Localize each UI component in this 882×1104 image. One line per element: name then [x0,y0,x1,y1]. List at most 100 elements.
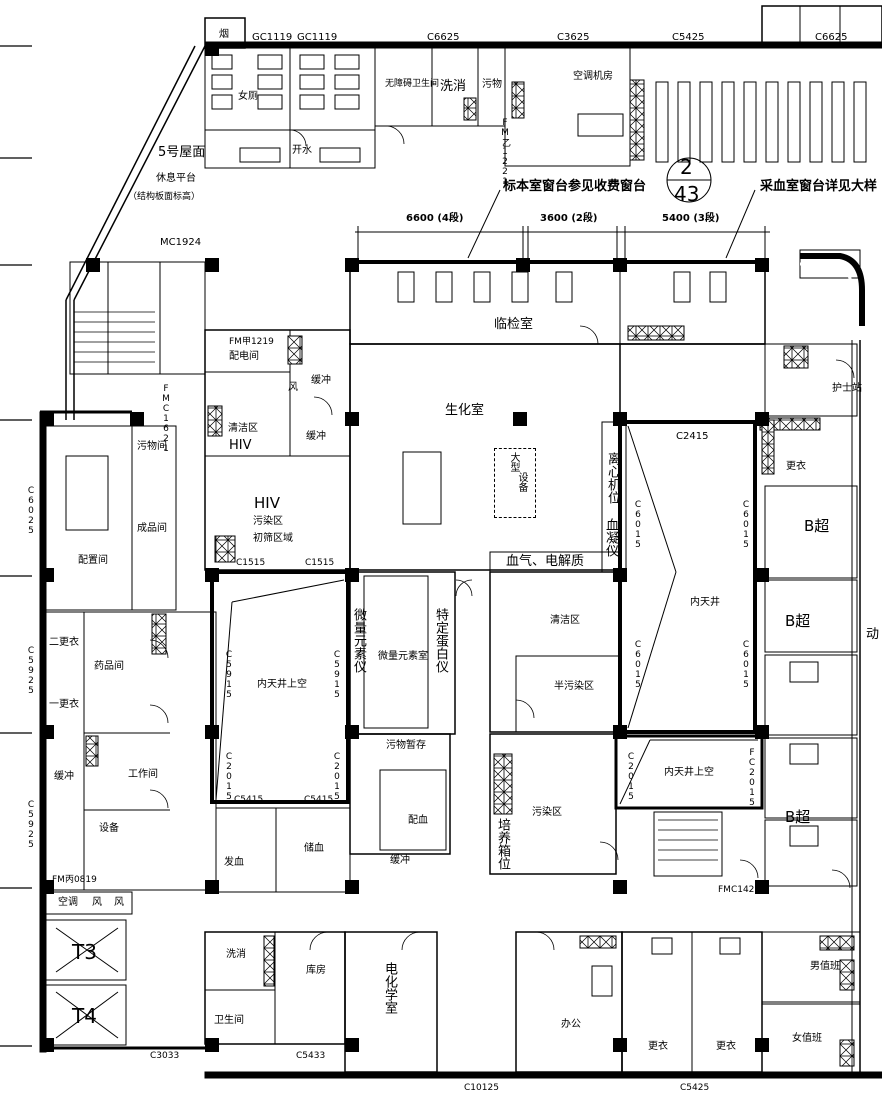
code-label: C6025 [26,486,36,536]
elevator-label: T3 [72,940,97,964]
room-label: 护士站 [832,383,862,394]
room-label: 污物暂存 [386,740,426,751]
top-right-bays [655,81,867,203]
room-label: 风 [288,382,298,393]
code-label: C2415 [676,431,709,442]
room-label: （结构板面标高） [128,192,201,202]
room-label: 内天井上空 [257,679,307,690]
room-label: 微量元素室 [378,651,428,662]
code-label: C5425 [672,32,705,43]
large-equipment-box [494,448,536,518]
room-label: 休息平台 [156,173,196,184]
code-label: C1515 [236,558,266,568]
code-label: FM甲1219 [229,337,274,347]
room-label: 男值班 [810,961,840,972]
detail-number: 2 [680,155,693,179]
room-label: HIV [254,494,280,512]
room-label: 污染区 [253,516,283,527]
code-label: MC1924 [160,237,202,248]
room-label: 更衣 [648,1041,668,1052]
code-label: C6015 [741,500,751,550]
room-label: 缓冲 [54,771,74,782]
code-label: C10125 [464,1083,499,1093]
room-label: 污物间 [137,441,167,452]
courtyards [210,420,764,810]
margin-ticks [0,45,32,1047]
code-label: C3625 [557,32,590,43]
room-label: 微量元素仪 [351,608,366,673]
room-label: 动 [866,627,880,642]
note-label: 采血室窗台详见大样 [760,179,878,194]
code-label: C1515 [305,558,335,568]
room-label: 空调机房 [573,71,613,82]
ramp-curve [800,253,865,326]
note-label: 标本室窗台参见收费窗台 [503,179,647,194]
room-label: 血凝仪 [603,518,618,557]
code-label: C5425 [680,1083,710,1093]
room-label: 配置间 [78,555,108,566]
code-label: C5925 [26,800,36,850]
room-label: 一更衣 [49,699,79,710]
code-label: C5925 [26,646,36,696]
room-label: 储血 [304,843,324,854]
room-label: 污物 [482,79,502,90]
elevator-label: T4 [72,1004,97,1028]
room-label: 工作间 [128,769,158,780]
code-label: C2015 [332,752,342,802]
room-label: 离心机位 [605,452,620,504]
room-label: 污染区 [532,807,562,818]
room-label: 成品间 [137,523,167,534]
code-label: C6015 [741,640,751,690]
room-label: 清洁区 [228,423,258,434]
room-label: 特定蛋白仪 [433,608,448,673]
room-label: 女值班 [792,1033,822,1044]
code-label: GC1119 [252,32,293,43]
code-label: C6625 [427,32,460,43]
room-label: 风 [92,897,102,908]
room-label: 大型 [508,452,519,472]
right-rooms [759,249,861,887]
code-label: C5433 [296,1051,326,1061]
room-label: 空调 [58,897,78,908]
room-label: 发血 [224,857,244,868]
dimension-line [355,189,770,262]
room-label: 内天井上空 [664,767,714,778]
room-label: 库房 [306,965,326,976]
bottom-rooms [204,931,861,1073]
room-label: B超 [804,517,830,535]
code-label: C5415 [304,795,334,805]
code-label: C6625 [815,32,848,43]
detail-sheet: 43 [674,182,700,206]
room-label: 缓冲 [311,375,331,386]
dim-label: 3600 (2段) [540,213,598,224]
middle-rooms [215,571,723,893]
room-label: FM乙1221 [500,118,510,187]
room-label: 卫生间 [214,1015,244,1026]
room-label: 初筛区域 [253,533,293,544]
code-label: C3033 [150,1051,180,1061]
room-label: 开水 [292,145,312,156]
top-toilets [204,47,645,169]
code-label: C2015 [626,752,636,802]
room-label: 缓冲 [306,431,326,442]
code-label: C6015 [633,640,643,690]
room-label: HIV [229,438,252,453]
dim-label: 6600 (4段) [406,213,464,224]
code-label: C2015 [224,752,234,802]
code-label: C5915 [332,650,342,700]
room-label: 清洁区 [550,615,580,626]
door-swings [149,125,855,951]
room-label: 二更衣 [49,637,79,648]
room-label: 更衣 [786,461,806,472]
left-stair [69,261,206,375]
room-label: 生化室 [445,403,485,418]
room-label: B超 [785,808,811,826]
code-label: FMC1421 [718,885,761,895]
room-label: 办公 [561,1019,581,1030]
room-label: 洗消 [226,949,246,960]
room-label: 临检室 [494,317,534,332]
room-label: 女厕 [238,91,258,102]
code-label: FM丙0819 [52,875,97,885]
room-label: 缓冲 [390,855,410,866]
